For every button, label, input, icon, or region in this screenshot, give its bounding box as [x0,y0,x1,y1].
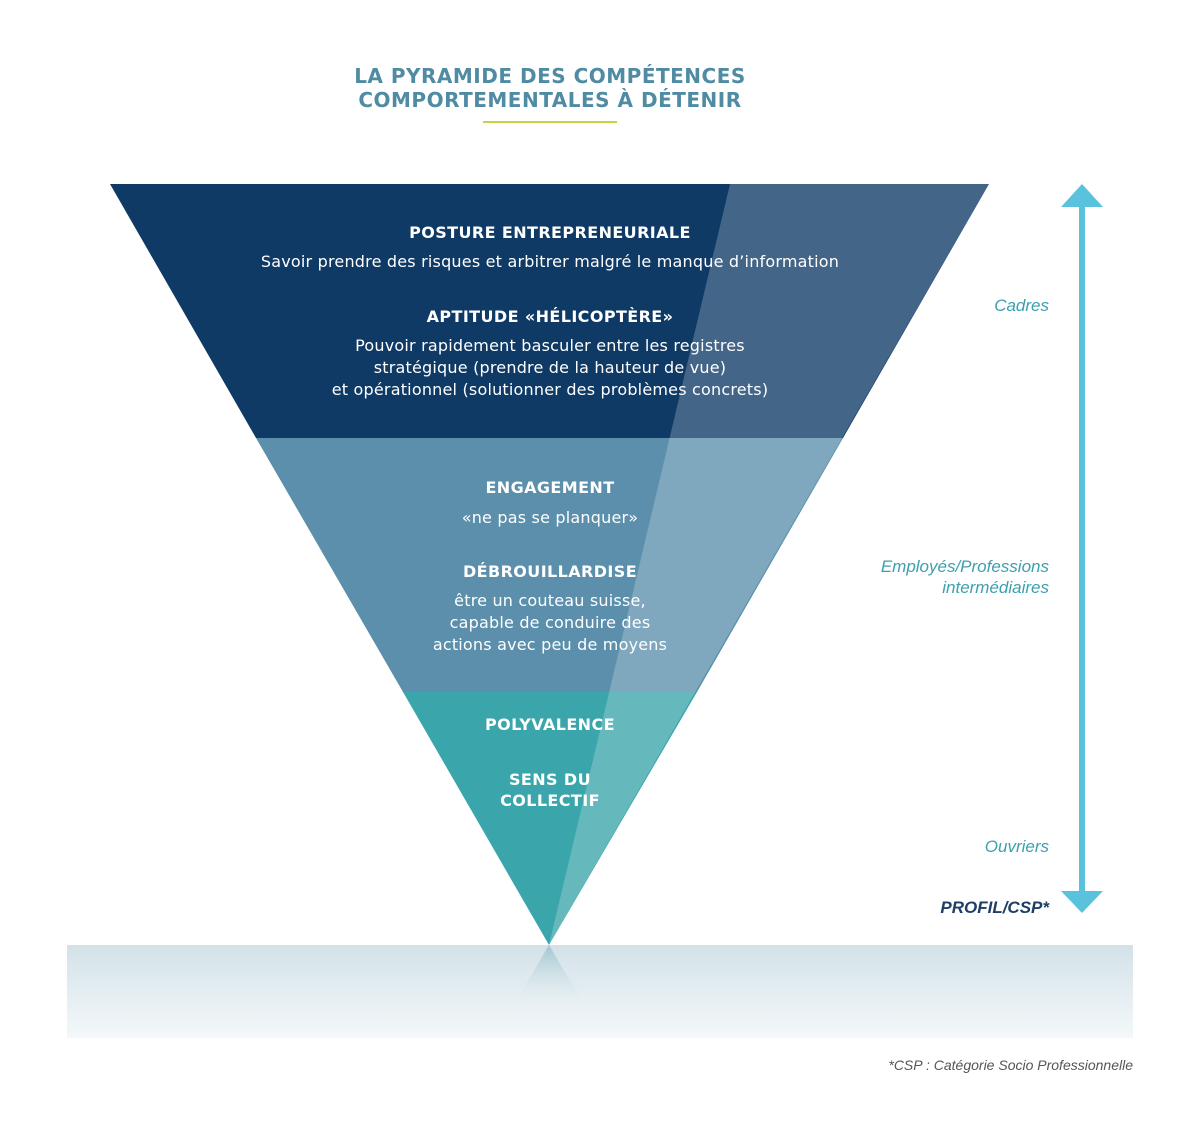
profile-axis-title: PROFIL/CSP* [940,898,1049,917]
skill-desc-debrouillardise-3: actions avec peu de moyens [432,635,668,654]
skill-heading-aptitude: APTITUDE «HÉLICOPTÈRE» [426,307,674,326]
footnote: *CSP : Catégorie Socio Professionnelle [888,1057,1133,1073]
tier-ouvriers [403,692,697,945]
skill-desc-engagement: «ne pas se planquer» [461,508,639,527]
skill-heading-debrouillardise: DÉBROUILLARDISE [462,562,638,581]
skill-heading-polyvalence: POLYVALENCE [485,715,615,734]
skill-desc-posture: Savoir prendre des risques et arbitrer m… [260,252,840,271]
profile-label-employes-2: intermédiaires [942,578,1049,597]
tier-employes [256,438,843,692]
profile-label-employes-1: Employés/Professions [880,557,1049,576]
arrow-down-icon [1061,891,1103,913]
skill-desc-debrouillardise-2: capable de conduire des [449,613,651,632]
title-line-2: COMPORTEMENTALES À DÉTENIR [358,88,742,112]
skill-heading-posture: POSTURE ENTREPRENEURIALE [409,223,691,242]
pyramid-light-facet [549,184,989,945]
profile-label-ouvriers: Ouvriers [984,837,1049,856]
skill-desc-debrouillardise-1: être un couteau suisse, [454,591,646,610]
title-underline [483,121,617,123]
profile-label-cadres: Cadres [994,296,1049,315]
skill-heading-sens-collectif-2: COLLECTIF [500,791,600,810]
skill-heading-engagement: ENGAGEMENT [485,478,615,497]
title-line-1: LA PYRAMIDE DES COMPÉTENCES [354,64,746,88]
floor-band [67,945,1133,1038]
skill-desc-aptitude-3: et opérationnel (solutionner des problèm… [331,380,769,399]
skill-desc-aptitude-2: stratégique (prendre de la hauteur de vu… [373,358,727,377]
arrow-up-icon [1061,184,1103,207]
skill-heading-sens-collectif-1: SENS DU [508,770,591,789]
skill-desc-aptitude-1: Pouvoir rapidement basculer entre les re… [355,336,745,355]
diagram-title: LA PYRAMIDE DES COMPÉTENCES COMPORTEMENT… [0,64,1100,112]
tier-cadres [110,184,989,438]
pyramid-reflection [508,945,590,1015]
